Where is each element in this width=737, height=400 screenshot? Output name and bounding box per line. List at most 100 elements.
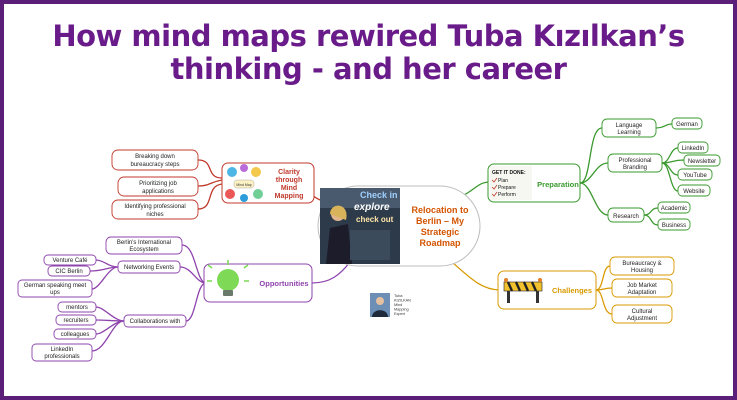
- challenge-2-line-2: Adaptation: [628, 290, 657, 296]
- opportunities-label: Opportunities: [259, 279, 308, 288]
- challenge-3-line-2: Adjustment: [627, 316, 657, 322]
- clarity-label-3: Mind: [281, 185, 297, 192]
- branch-clarity[interactable]: Mind Map Clarity through Mind Mapping: [221, 162, 315, 204]
- prep-image-text-2: Plan: [498, 178, 508, 184]
- list-item[interactable]: Website: [677, 184, 711, 197]
- list-item[interactable]: Professional Branding: [607, 153, 663, 173]
- list-item[interactable]: Language Learning: [601, 118, 657, 138]
- list-item[interactable]: Networking Events: [117, 260, 181, 274]
- list-item[interactable]: Academic: [657, 201, 691, 214]
- clarity-child-2-line-1: Prioritizing job: [139, 181, 177, 187]
- ecosystem-line-1: Berlin's International: [117, 240, 171, 246]
- central-label-3: Strategic: [421, 227, 460, 237]
- clarity-label-4: Mapping: [275, 193, 304, 200]
- list-item[interactable]: Breaking down bureaucracy steps: [111, 149, 199, 171]
- author-text-1: Tuba: [394, 294, 403, 298]
- title-line-2: thinking - and her career: [170, 52, 567, 86]
- networking-cic-berlin: CIC Berlin: [55, 269, 82, 275]
- link-clarity-2: [197, 179, 223, 187]
- research-academic: Academic: [661, 206, 687, 212]
- link-research-business: [643, 214, 659, 226]
- prep-image-text-4: Perform: [498, 192, 516, 198]
- clarity-image-text: Mind Map: [236, 183, 251, 187]
- central-node[interactable]: Check in explore check out Relocation to…: [317, 185, 481, 267]
- person-body: [326, 224, 352, 264]
- list-item[interactable]: Bureaucracy & Housing: [609, 256, 675, 276]
- list-item[interactable]: German: [671, 117, 703, 130]
- list-item[interactable]: Prioritizing job applications: [117, 176, 199, 197]
- preparation-children: Language Learning German Professional Br…: [601, 117, 721, 231]
- networking-label: Networking Events: [124, 265, 174, 271]
- link-collab-1: [95, 306, 125, 322]
- collab-mentors: mentors: [66, 305, 88, 311]
- challenges-label: Challenges: [552, 286, 592, 295]
- opportunities-children: Berlin's International Ecosystem Network…: [17, 236, 187, 362]
- clarity-image: Mind Map: [224, 164, 264, 202]
- networking-meetups-line-2: ups: [50, 290, 60, 296]
- lightbulb-icon: [207, 260, 249, 296]
- link-central-challenges: [451, 261, 501, 291]
- list-item[interactable]: Research: [607, 207, 645, 223]
- list-item[interactable]: LinkedIn: [677, 141, 709, 154]
- networking-meetups-line-1: German speaking meet: [24, 283, 87, 289]
- list-item[interactable]: Cultural Adjustment: [611, 304, 673, 324]
- preparation-label: Preparation: [537, 180, 579, 189]
- list-item[interactable]: Collaborations with: [123, 314, 187, 328]
- branch-challenges[interactable]: Challenges: [497, 270, 597, 310]
- list-item[interactable]: Business: [657, 218, 691, 231]
- list-item[interactable]: recruiters: [55, 314, 97, 326]
- link-challenges-1: [595, 265, 611, 291]
- collab-recruiters: recruiters: [63, 318, 88, 324]
- link-opp-collab: [185, 282, 207, 322]
- person-hair: [330, 205, 347, 220]
- link-prep-branding: [579, 162, 609, 184]
- challenge-1-line-1: Bureaucracy &: [622, 261, 661, 267]
- list-item[interactable]: mentors: [57, 301, 97, 313]
- link-prep-research: [579, 182, 609, 216]
- author-text-4: Mapping: [394, 308, 409, 312]
- language-label-1: Language: [616, 123, 643, 129]
- challenge-1-line-2: Housing: [631, 268, 653, 274]
- list-item[interactable]: colleagues: [53, 328, 97, 340]
- page-title: How mind maps rewired Tuba Kızılkan’s th…: [0, 20, 737, 86]
- clarity-child-1-line-1: Breaking down: [135, 154, 175, 160]
- clarity-child-2-line-2: applications: [142, 189, 174, 195]
- list-item[interactable]: LinkedIn professionals: [31, 343, 93, 362]
- clarity-child-3-line-1: Identifying professional: [124, 204, 185, 210]
- list-item[interactable]: Job Market Adaptation: [611, 278, 673, 298]
- networking-venture-cafe: Venture Café: [52, 258, 88, 264]
- list-item[interactable]: Berlin's International Ecosystem: [105, 236, 183, 255]
- link-central-preparation: [461, 181, 491, 197]
- link-collab-4: [91, 320, 125, 352]
- link-prep-language: [579, 127, 603, 184]
- list-item[interactable]: YouTube: [677, 168, 713, 181]
- link-branding-website: [661, 162, 679, 192]
- research-business: Business: [662, 223, 686, 229]
- list-item[interactable]: Newsletter: [683, 154, 721, 167]
- list-item[interactable]: Identifying professional niches: [111, 199, 199, 220]
- author-text-5: Expert: [394, 312, 406, 316]
- list-item[interactable]: German speaking meet ups: [17, 279, 93, 298]
- challenges-node: [497, 270, 597, 310]
- challenge-3-line-1: Cultural: [632, 309, 653, 315]
- central-label-2: Berlin – My: [416, 216, 464, 226]
- branding-label-1: Professional: [618, 158, 651, 164]
- clarity-label-1: Clarity: [278, 169, 300, 176]
- link-opp-ecosystem: [181, 244, 207, 284]
- collab-colleagues: colleagues: [61, 332, 90, 338]
- author-text-2: KIZILKAN: [394, 299, 411, 303]
- list-item[interactable]: CIC Berlin: [47, 265, 91, 277]
- title-line-1: How mind maps rewired Tuba Kızılkan’s: [52, 19, 685, 53]
- photo-text-1: Check in: [360, 190, 398, 200]
- collab-linkedin-line-1: LinkedIn: [51, 347, 74, 353]
- branding-label-2: Branding: [623, 165, 647, 171]
- branch-opportunities[interactable]: Opportunities: [203, 260, 313, 303]
- link-net-3: [91, 266, 119, 290]
- link-central-opportunities: [311, 261, 351, 284]
- branch-preparation[interactable]: GET IT DONE: Plan Prepare Perform Prepar…: [487, 163, 581, 203]
- prep-image-text-1: GET IT DONE:: [492, 170, 526, 176]
- list-item[interactable]: Venture Café: [43, 254, 97, 266]
- challenges-children: Bureaucracy & Housing Job Market Adaptat…: [609, 256, 675, 324]
- barrier-icon: [503, 278, 543, 303]
